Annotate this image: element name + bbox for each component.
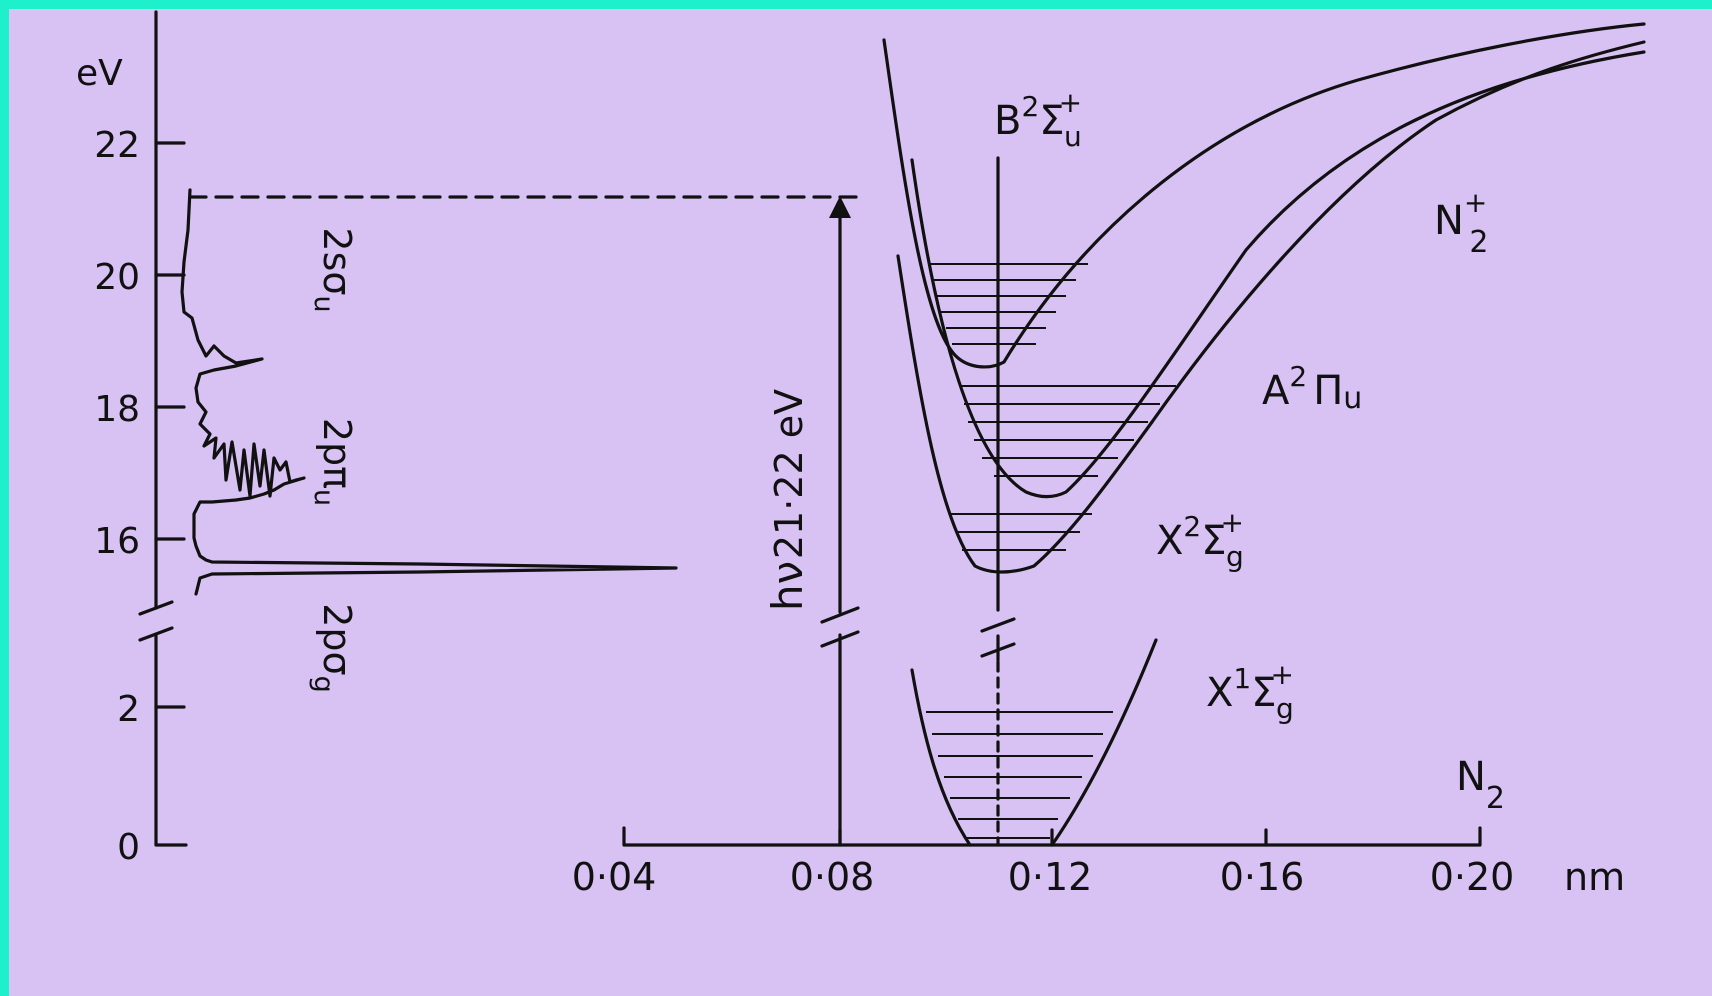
photon-arrow [820, 196, 860, 847]
diagram-frame [9, 9, 1712, 996]
b2-sigma-u-potential-well [882, 22, 1646, 369]
photon-symbol-label: hν [763, 561, 812, 611]
molecule-label-n2: N2 [1456, 754, 1505, 816]
x-tick-label-0-12: 0·12 [1008, 855, 1093, 899]
state-label-x1-sigma-g: X1Σ+g [1206, 658, 1294, 725]
photon-energy-label: 21·22 eV [767, 389, 811, 559]
band-label-2s-sigma-u: 2sσu [308, 227, 359, 312]
band-label-2p-pi-u: 2pπu [308, 418, 359, 506]
svg-text:2sσu: 2sσu [308, 227, 359, 312]
svg-text:hν: hν [763, 561, 812, 611]
x-tick-label-0-16: 0·16 [1220, 855, 1305, 899]
a2-pi-u-potential-well [910, 50, 1646, 499]
distance-axis: 0·04 0·08 0·12 0·16 0·20 nm [572, 826, 1625, 899]
energy-axis: eV 22 20 18 16 2 0 [76, 10, 188, 868]
tick-label-22: 22 [94, 125, 140, 166]
band-label-2p-sigma-g: 2pσg [308, 603, 359, 693]
svg-text:2pσg: 2pσg [308, 603, 359, 693]
tick-label-16: 16 [94, 521, 140, 562]
state-label-b2-sigma-u: B2Σ+u [994, 86, 1082, 153]
molecule-label-n2-ion: N+2 [1434, 186, 1488, 260]
tick-label-18: 18 [94, 389, 140, 430]
distance-unit-label: nm [1564, 855, 1625, 899]
tick-label-0: 0 [117, 827, 140, 868]
tick-label-2: 2 [117, 689, 140, 730]
energy-unit-label: eV [76, 53, 123, 94]
x2-sigma-g-potential-well [896, 254, 1154, 574]
svg-text:2pπu: 2pπu [308, 418, 359, 506]
x-tick-label-0-04: 0·04 [572, 855, 657, 899]
equilibrium-distance-line [980, 156, 1016, 847]
x-tick-label-0-08: 0·08 [790, 855, 875, 899]
x1-sigma-g-potential-well [910, 638, 1158, 847]
upper-dissociation-curve [1150, 40, 1646, 424]
tick-label-20: 20 [94, 257, 140, 298]
x-tick-label-0-20: 0·20 [1430, 855, 1515, 899]
svg-text:21·22 eV: 21·22 eV [767, 389, 811, 559]
photoelectron-spectrum [180, 188, 678, 596]
state-label-x2-sigma-g: X2Σ+g [1156, 506, 1244, 573]
